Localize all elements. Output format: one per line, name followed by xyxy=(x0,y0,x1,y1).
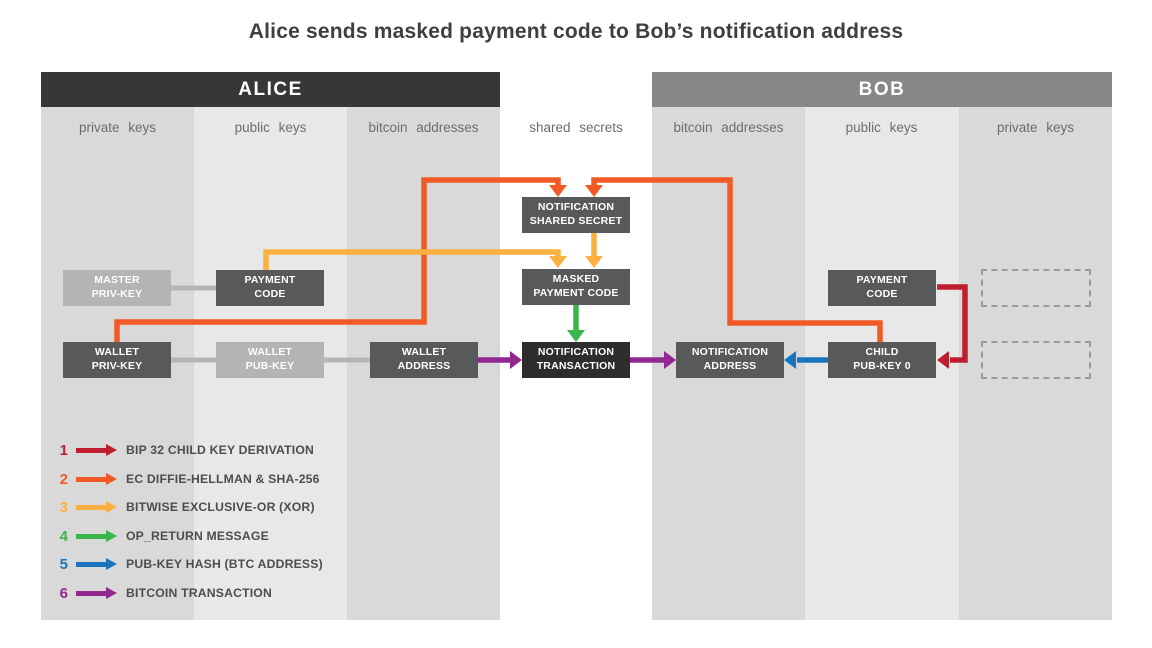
arrow-op-return-head xyxy=(567,330,585,342)
legend-number: 6 xyxy=(59,584,68,602)
legend-label: BITWISE EXCLUSIVE-OR (XOR) xyxy=(126,500,315,514)
legend-number: 1 xyxy=(59,441,68,459)
box-wallet-address: WALLET ADDRESS xyxy=(370,342,478,378)
legend-arrow-icon xyxy=(76,473,117,485)
box-wallet-priv-key: WALLET PRIV-KEY xyxy=(63,342,171,378)
arrow-xor-from-payment-code-head xyxy=(549,256,567,268)
diagram-title: Alice sends masked payment code to Bob’s… xyxy=(248,20,904,43)
legend-label: BIP 32 CHILD KEY DERIVATION xyxy=(126,443,315,457)
arrow-ecdh-from-child-pub-key xyxy=(591,177,883,342)
legend-arrow-icon xyxy=(76,530,117,542)
box-bob-private-key-placeholder-2 xyxy=(981,341,1091,379)
arrow-btc-tx-to-notification-address-head xyxy=(664,351,676,369)
legend-arrow-icon xyxy=(76,558,117,570)
column-label-alice-public-keys: public keys xyxy=(234,120,307,135)
legend-item-pubkey-hash: 5 PUB-KEY HASH (BTC ADDRESS) xyxy=(46,555,323,573)
legend-arrow-bar xyxy=(76,447,106,453)
column-label-alice-bitcoin-addresses: bitcoin addresses xyxy=(368,120,479,135)
column-label-bob-bitcoin-addresses: bitcoin addresses xyxy=(673,120,784,135)
legend-item-bip32: 1 BIP 32 CHILD KEY DERIVATION xyxy=(46,441,314,459)
legend-arrow-bar xyxy=(76,476,106,482)
alice-panel-header: ALICE xyxy=(41,72,500,107)
column-label-bob-private-keys: private keys xyxy=(996,120,1075,135)
arrow-ecdh-from-child-pub-key-head xyxy=(585,185,603,197)
column-label-alice-private-keys: private keys xyxy=(78,120,157,135)
arrow-xor-from-shared-secret-head xyxy=(585,256,603,268)
legend-number: 4 xyxy=(59,527,68,545)
legend-item-xor: 3 BITWISE EXCLUSIVE-OR (XOR) xyxy=(46,498,315,516)
box-wallet-pub-key: WALLET PUB-KEY xyxy=(216,342,324,378)
arrow-btc-tx-wallet-to-notification-head xyxy=(510,351,522,369)
arrow-pubkey-hash-head xyxy=(784,351,796,369)
box-notification-transaction: NOTIFICATION TRANSACTION xyxy=(522,342,630,378)
legend-arrow-icon xyxy=(76,587,117,599)
arrow-bip32-derivation-head xyxy=(937,351,949,369)
legend-label: BITCOIN TRANSACTION xyxy=(126,586,272,600)
legend-label: OP_RETURN MESSAGE xyxy=(126,529,269,543)
column-bob-private-keys-bg xyxy=(959,107,1112,620)
legend-item-ecdh: 2 EC DIFFIE-HELLMAN & SHA-256 xyxy=(46,470,320,488)
box-payment-code-bob: PAYMENT CODE xyxy=(828,270,936,306)
box-bob-private-key-placeholder-1 xyxy=(981,269,1091,307)
box-master-priv-key: MASTER PRIV-KEY xyxy=(63,270,171,306)
box-child-pub-key-0: CHILD PUB-KEY 0 xyxy=(828,342,936,378)
arrow-ecdh-from-wallet-priv-key xyxy=(114,177,561,342)
legend-item-op-return: 4 OP_RETURN MESSAGE xyxy=(46,527,269,545)
legend-number: 3 xyxy=(59,498,68,516)
legend-arrow-tip xyxy=(106,587,117,599)
legend-arrow-tip xyxy=(106,558,117,570)
legend-arrow-tip xyxy=(106,501,117,513)
legend-arrow-tip xyxy=(106,473,117,485)
legend-number: 2 xyxy=(59,470,68,488)
column-label-bob-public-keys: public keys xyxy=(845,120,918,135)
bob-panel-header: BOB xyxy=(652,72,1112,107)
arrow-bip32-derivation xyxy=(937,284,968,363)
legend-arrow-bar xyxy=(76,504,106,510)
box-notification-address: NOTIFICATION ADDRESS xyxy=(676,342,784,378)
legend-arrow-tip xyxy=(106,444,117,456)
legend-arrow-bar xyxy=(76,590,106,596)
arrow-ecdh-from-wallet-priv-key-head xyxy=(549,185,567,197)
legend-arrow-tip xyxy=(106,530,117,542)
legend-item-btc-transaction: 6 BITCOIN TRANSACTION xyxy=(46,584,272,602)
legend-arrow-bar xyxy=(76,533,106,539)
legend-arrow-icon xyxy=(76,444,117,456)
legend-arrow-bar xyxy=(76,561,106,567)
box-payment-code-alice: PAYMENT CODE xyxy=(216,270,324,306)
legend-label: EC DIFFIE-HELLMAN & SHA-256 xyxy=(126,472,320,486)
column-label-shared-secrets: shared secrets xyxy=(529,120,623,135)
legend-label: PUB-KEY HASH (BTC ADDRESS) xyxy=(126,557,323,571)
box-notification-shared-secret: NOTIFICATION SHARED SECRET xyxy=(522,197,630,233)
arrow-xor-from-payment-code xyxy=(263,249,561,270)
box-masked-payment-code: MASKED PAYMENT CODE xyxy=(522,269,630,305)
legend-arrow-icon xyxy=(76,501,117,513)
legend-number: 5 xyxy=(59,555,68,573)
